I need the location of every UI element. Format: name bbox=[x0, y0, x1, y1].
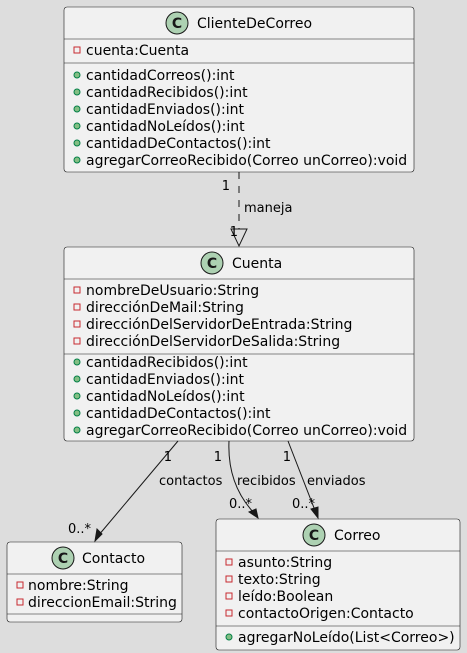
class-stereotype-letter: C bbox=[207, 256, 217, 272]
target-multiplicity: 0..* bbox=[229, 497, 253, 512]
class-contacto[interactable]: C Contacto nombre:String direccionEmail:… bbox=[6, 541, 183, 623]
source-multiplicity: 1 bbox=[214, 450, 222, 465]
public-visibility-icon bbox=[73, 122, 81, 130]
relation-maneja[interactable]: 1 maneja 1 bbox=[222, 172, 293, 248]
private-visibility-icon bbox=[73, 320, 81, 328]
class-correo[interactable]: C Correo asunto:String texto:String leíd… bbox=[215, 518, 461, 651]
relation-line bbox=[97, 440, 179, 537]
class-name: Correo bbox=[334, 528, 380, 544]
method: cantidadDeContactos():int bbox=[86, 406, 271, 422]
attribute: direcciónDelServidorDeEntrada:String bbox=[86, 317, 352, 333]
public-visibility-icon bbox=[73, 358, 81, 366]
private-visibility-icon bbox=[73, 46, 81, 54]
relation-label: maneja bbox=[244, 201, 292, 216]
private-visibility-icon bbox=[225, 609, 233, 617]
relation-recibidos[interactable]: 1 recibidos 0..* bbox=[214, 440, 296, 520]
public-visibility-icon bbox=[73, 409, 81, 417]
method: agregarCorreoRecibido(Correo unCorreo):v… bbox=[86, 153, 407, 169]
class-stereotype-letter: C bbox=[172, 16, 182, 32]
public-visibility-icon bbox=[73, 105, 81, 113]
private-visibility-icon bbox=[225, 592, 233, 600]
relation-enviados[interactable]: 1 enviados 0..* bbox=[283, 440, 366, 520]
attribute: cuenta:Cuenta bbox=[86, 43, 189, 59]
class-name: ClienteDeCorreo bbox=[197, 16, 312, 32]
relation-label: recibidos bbox=[237, 474, 296, 489]
private-visibility-icon bbox=[73, 337, 81, 345]
class-name: Contacto bbox=[82, 551, 145, 567]
source-multiplicity: 1 bbox=[164, 450, 172, 465]
class-stereotype-icon bbox=[200, 251, 224, 275]
public-visibility-icon bbox=[73, 156, 81, 164]
class-stereotype-letter: C bbox=[58, 551, 68, 567]
method: cantidadDeContactos():int bbox=[86, 136, 271, 152]
public-visibility-icon bbox=[73, 88, 81, 96]
attribute: asunto:String bbox=[238, 555, 332, 571]
method: agregarNoLeído(List<Correo>) bbox=[238, 630, 455, 646]
public-visibility-icon bbox=[73, 392, 81, 400]
target-multiplicity: 1 bbox=[230, 225, 238, 240]
relation-label: enviados bbox=[307, 474, 366, 489]
public-visibility-icon bbox=[73, 375, 81, 383]
relation-label: contactos bbox=[159, 474, 223, 489]
source-multiplicity: 1 bbox=[283, 450, 291, 465]
public-visibility-icon bbox=[73, 426, 81, 434]
method: cantidadRecibidos():int bbox=[86, 85, 248, 101]
attribute: contactoOrigen:Contacto bbox=[238, 606, 414, 622]
attribute: direcciónDelServidorDeSalida:String bbox=[86, 334, 340, 350]
class-cuenta[interactable]: C Cuenta nombreDeUsuario:String direcció… bbox=[63, 246, 415, 442]
class-clientedecorreo[interactable]: C ClienteDeCorreo cuenta:Cuenta cantidad… bbox=[63, 6, 415, 173]
relation-line bbox=[228, 440, 256, 515]
relation-triangle-head bbox=[230, 228, 248, 248]
class-stereotype-icon bbox=[165, 11, 189, 35]
attribute: nombreDeUsuario:String bbox=[86, 283, 259, 299]
private-visibility-icon bbox=[225, 575, 233, 583]
relation-arrowhead bbox=[94, 527, 103, 543]
relation-arrowhead bbox=[310, 506, 319, 520]
method: cantidadEnviados():int bbox=[86, 372, 245, 388]
private-visibility-icon bbox=[73, 286, 81, 294]
relation-arrowhead bbox=[247, 508, 259, 520]
method: agregarCorreoRecibido(Correo unCorreo):v… bbox=[86, 423, 407, 439]
attribute: texto:String bbox=[238, 572, 321, 588]
method: cantidadNoLeídos():int bbox=[86, 119, 245, 135]
attribute: direcciónDeMail:String bbox=[86, 300, 244, 316]
class-stereotype-letter: C bbox=[309, 528, 319, 544]
attribute: nombre:String bbox=[28, 578, 129, 594]
public-visibility-icon bbox=[73, 139, 81, 147]
attribute: direccionEmail:String bbox=[28, 595, 177, 611]
method: cantidadNoLeídos():int bbox=[86, 389, 245, 405]
public-visibility-icon bbox=[225, 633, 233, 641]
target-multiplicity: 0..* bbox=[292, 497, 316, 512]
private-visibility-icon bbox=[225, 558, 233, 566]
target-multiplicity: 0..* bbox=[68, 522, 92, 537]
method: cantidadEnviados():int bbox=[86, 102, 245, 118]
class-name: Cuenta bbox=[232, 256, 282, 272]
method: cantidadCorreos():int bbox=[86, 68, 235, 84]
class-box bbox=[215, 518, 461, 651]
attribute: leído:Boolean bbox=[238, 589, 333, 605]
class-stereotype-icon bbox=[302, 523, 326, 547]
relation-line bbox=[287, 440, 317, 514]
public-visibility-icon bbox=[73, 71, 81, 79]
private-visibility-icon bbox=[16, 598, 24, 606]
private-visibility-icon bbox=[73, 303, 81, 311]
source-multiplicity: 1 bbox=[222, 179, 230, 194]
method: cantidadRecibidos():int bbox=[86, 355, 248, 371]
relation-contactos[interactable]: 1 contactos 0..* bbox=[68, 440, 223, 543]
private-visibility-icon bbox=[16, 581, 24, 589]
class-stereotype-icon bbox=[51, 546, 75, 570]
